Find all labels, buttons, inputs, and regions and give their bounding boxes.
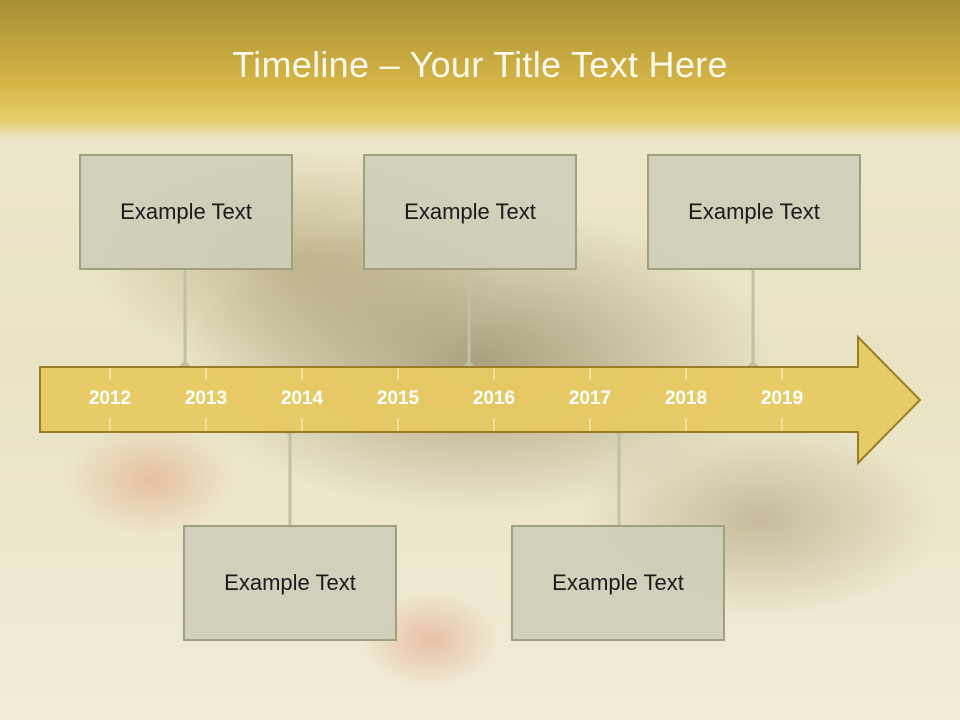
year-label: 2015 xyxy=(377,388,420,409)
timeline-arrow xyxy=(39,334,922,466)
year-label: 2014 xyxy=(281,388,324,409)
year-label: 2012 xyxy=(89,388,131,409)
year-label: 2016 xyxy=(473,388,515,409)
year-label: 2019 xyxy=(761,388,803,409)
year-label: 2017 xyxy=(569,388,611,409)
text-box-label: Example Text xyxy=(224,570,356,595)
text-box[interactable]: Example Text xyxy=(183,525,397,641)
title-bar xyxy=(0,0,960,140)
year-ticks xyxy=(109,368,783,431)
page-title: Timeline – Your Title Text Here xyxy=(232,44,728,85)
text-box-label: Example Text xyxy=(404,199,536,224)
text-box[interactable]: Example Text xyxy=(363,154,577,270)
text-box[interactable]: Example Text xyxy=(647,154,861,270)
year-label: 2018 xyxy=(665,388,707,409)
text-box-label: Example Text xyxy=(552,570,684,595)
text-box-label: Example Text xyxy=(688,199,820,224)
year-label: 2013 xyxy=(185,388,227,409)
text-box-label: Example Text xyxy=(120,199,252,224)
text-box[interactable]: Example Text xyxy=(511,525,725,641)
text-box[interactable]: Example Text xyxy=(79,154,293,270)
